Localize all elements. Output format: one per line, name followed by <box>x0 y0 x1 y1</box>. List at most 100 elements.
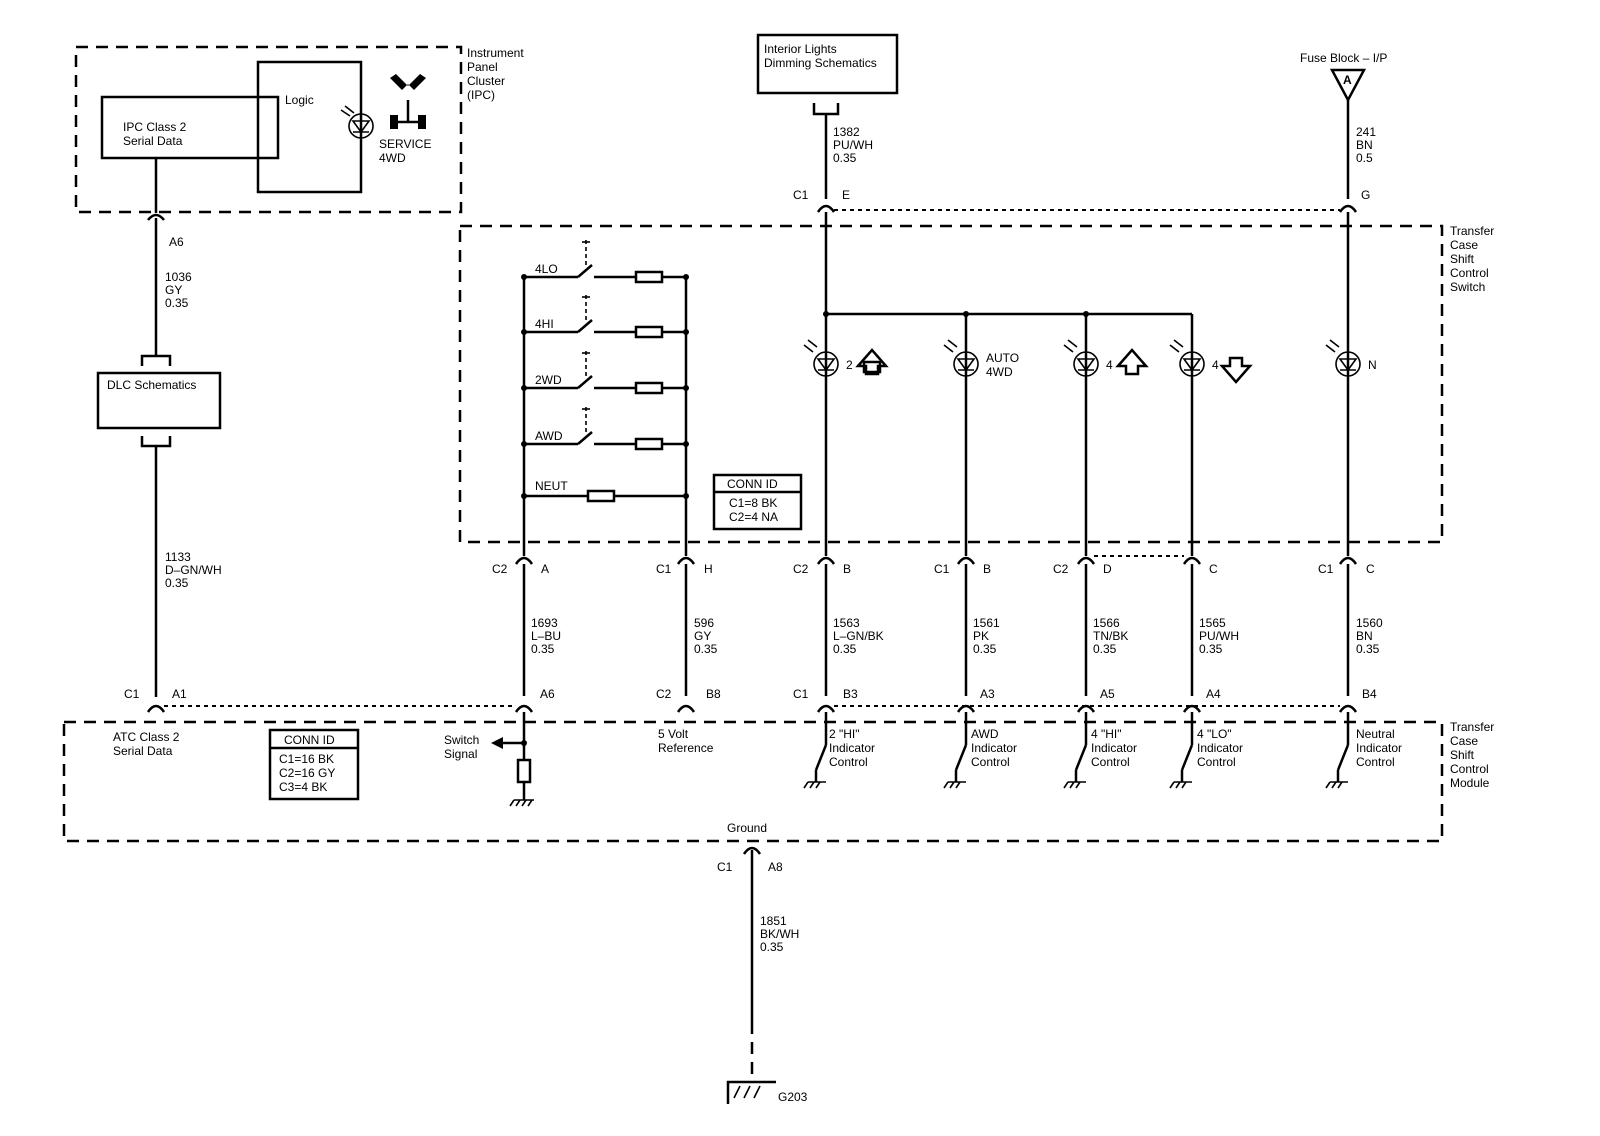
pin-ipc-a6: A6 <box>169 235 184 249</box>
switch-signal-circuit <box>491 712 534 807</box>
pin-mod-a1: A1 <box>172 687 187 701</box>
fuse-block-label: Fuse Block – I/P <box>1300 51 1387 65</box>
module-awd-label: AWD Indicator Control <box>971 727 1020 769</box>
lamp-4lo-label: 4 <box>1212 358 1219 372</box>
lamp-neutral-icon <box>1325 339 1361 377</box>
module-4hi-label: 4 "HI" Indicator Control <box>1091 727 1140 769</box>
service-4wd-vehicle-icon <box>390 74 426 129</box>
mode-awd-label: AWD <box>535 429 563 443</box>
pin-mod-c1-a1-c: C1 <box>124 687 140 701</box>
ipc-serial-box <box>100 95 280 160</box>
ground-g203-label: G203 <box>778 1090 808 1104</box>
switch-conn-id-box <box>712 473 803 531</box>
module-conn-id-c2: C2=16 GY <box>279 766 335 780</box>
module-ground-label: Ground <box>727 821 767 835</box>
wire-1382-label: 1382 PU/WH 0.35 <box>833 125 876 165</box>
ipc-boundary <box>74 45 463 214</box>
switch-bottom-connectors <box>514 556 1358 565</box>
interior-lights-connector <box>812 103 840 116</box>
switch-title: Transfer Case Shift Control Switch <box>1450 224 1498 294</box>
lamp-2hi-up-arrow-icon <box>855 348 889 376</box>
pin-gnd-a8: A8 <box>768 860 783 874</box>
indicator-2hi-switch <box>803 712 828 789</box>
pin-mod-a5: A5 <box>1100 687 1115 701</box>
module-2hi-label: 2 "HI" Indicator Control <box>829 727 878 769</box>
wire-241-label: 241 BN 0.5 <box>1356 125 1379 165</box>
pin-mod-c2-b8-c: C2 <box>656 687 672 701</box>
pin-switch-g: G <box>1361 188 1370 202</box>
pin-sw-b-2hi: B <box>843 562 851 576</box>
lamp-4hi-label: 4 <box>1106 358 1113 372</box>
wire-596-label: 596 GY 0.35 <box>694 616 718 656</box>
dlc-bottom-connector <box>140 436 172 448</box>
wire-1851-label: 1851 BK/WH 0.35 <box>760 914 803 954</box>
switch-conn-id-title: CONN ID <box>727 477 778 491</box>
mode-4hi-row <box>521 295 689 339</box>
pin-sw-d: D <box>1103 562 1112 576</box>
lamp-4hi-up-arrow-icon <box>1115 348 1149 376</box>
ipc-serial-label: IPC Class 2 Serial Data <box>123 120 190 148</box>
wire-1560-label: 1560 BN 0.35 <box>1356 616 1386 656</box>
connector-c1-g <box>1338 204 1358 213</box>
wire-1036-label: 1036 GY 0.35 <box>165 270 195 310</box>
mode-2wd-label: 2WD <box>535 373 562 387</box>
lamp-auto-icon <box>943 339 979 377</box>
lamp-2hi-icon <box>803 339 839 377</box>
mode-2wd-row <box>521 351 689 395</box>
mode-awd-row <box>521 407 689 451</box>
mode-4hi-label: 4HI <box>535 317 554 331</box>
pin-gnd-c1: C1 <box>717 860 733 874</box>
interior-lights-box <box>756 33 899 95</box>
pin-sw-h: H <box>704 562 713 576</box>
lamp-4lo-icon <box>1169 339 1205 377</box>
connector-c1-a8 <box>742 846 762 855</box>
dlc-box <box>96 371 222 430</box>
module-neutral-label: Neutral Indicator Control <box>1356 727 1405 769</box>
pin-sw-a: A <box>541 562 549 576</box>
mode-neut-label: NEUT <box>535 479 568 493</box>
wire-1133-label: 1133 D–GN/WH 0.35 <box>165 550 225 590</box>
pin-switch-c1-e-c: C1 <box>793 188 809 202</box>
pin-mod-b3: B3 <box>843 687 858 701</box>
wire-1566-label: 1566 TN/BK 0.35 <box>1093 616 1132 656</box>
switch-conn-id-c2: C2=4 NA <box>729 510 778 524</box>
pin-sw-c2-d-c: C2 <box>1053 562 1069 576</box>
ipc-logic-box <box>256 60 363 194</box>
mode-4lo-row <box>521 240 689 284</box>
module-ref-label: 5 Volt Reference <box>658 727 714 755</box>
indicator-4lo-switch <box>1169 712 1194 789</box>
module-boundary <box>62 720 1444 843</box>
service-4wd-label: SERVICE 4WD <box>379 137 435 165</box>
connector-c1-e <box>816 204 836 213</box>
lamp-4lo-down-arrow-icon <box>1219 356 1253 384</box>
pin-mod-b8: B8 <box>706 687 721 701</box>
connector-ipc-a6 <box>147 213 165 221</box>
module-conn-id-title: CONN ID <box>284 733 335 747</box>
lamp-4hi-icon <box>1063 339 1099 377</box>
interior-lights-label: Interior Lights Dimming Schematics <box>764 42 877 70</box>
pin-mod-b4: B4 <box>1362 687 1377 701</box>
pin-mod-c1-b3-c: C1 <box>793 687 809 701</box>
module-conn-id-c1: C1=16 BK <box>279 752 334 766</box>
indicator-neutral-switch <box>1325 712 1350 789</box>
ipc-title: Instrument Panel Cluster (IPC) <box>467 46 527 102</box>
lamp-auto-label: AUTO 4WD <box>986 351 1022 379</box>
wire-1561-label: 1561 PK 0.35 <box>973 616 1003 656</box>
module-top-connectors <box>146 704 1358 713</box>
module-4lo-label: 4 "LO" Indicator Control <box>1197 727 1246 769</box>
pin-sw-c1-c-c: C1 <box>1318 562 1334 576</box>
switch-conn-id-c1: C1=8 BK <box>729 496 777 510</box>
module-conn-id-c3: C3=4 BK <box>279 780 327 794</box>
pin-sw-c1-h-c: C1 <box>656 562 672 576</box>
pin-sw-c2-a-c: C2 <box>492 562 508 576</box>
pin-switch-e: E <box>842 188 850 202</box>
indicator-4hi-switch <box>1063 712 1088 789</box>
indicator-awd-switch <box>943 712 968 789</box>
service-4wd-lamp-icon <box>340 105 374 139</box>
mode-neut-row <box>521 489 689 503</box>
ground-g203-icon <box>726 1080 776 1104</box>
wire-1565-label: 1565 PU/WH 0.35 <box>1199 616 1242 656</box>
module-conn-id-box <box>268 728 360 801</box>
wire-1693-label: 1693 L–BU 0.35 <box>531 616 564 656</box>
